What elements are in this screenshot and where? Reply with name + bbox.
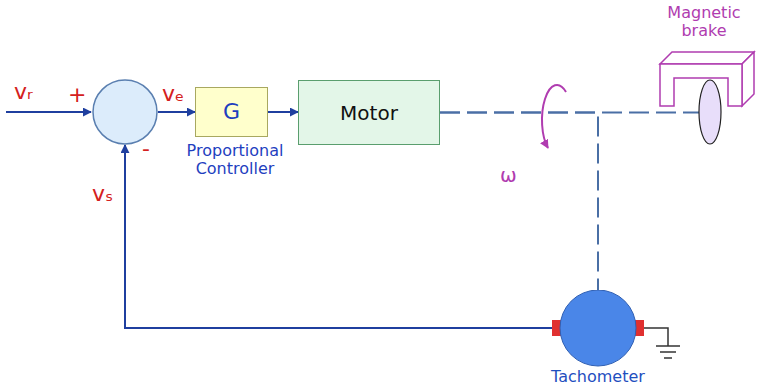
tachometer: Tachometer [538,290,658,386]
magnetic-brake: Magnetic brake [650,4,756,152]
minus-sign: - [142,137,150,161]
controller-gain: G [223,100,240,124]
magnet-side [742,52,754,106]
junction-circle [93,80,157,144]
signal-name: vₛ [92,182,113,206]
tachometer-name: Tachometer [538,368,658,386]
tachometer-body [560,290,636,366]
signal-arrow [268,111,298,113]
ground-bar [656,345,680,347]
input-signal-line [6,111,91,113]
feedback-line [125,145,552,328]
rotation-arrow [542,85,566,148]
motor-box: Motor [298,80,440,145]
brake-disc [699,80,721,144]
junction-outline [92,79,158,145]
controller-box: G [195,87,268,137]
motor-name: Motor [340,102,398,124]
magnet-top [660,52,754,64]
ground-bar [664,357,672,359]
signal-name: vᵣ [14,80,33,104]
ground-wire [641,328,668,346]
angular-speed-symbol: ω [500,164,517,186]
tachometer-drawing [538,290,658,370]
plus-sign: + [68,83,86,107]
brake-name: Magnetic brake [658,4,750,39]
controller-label: Proportional Controller [176,142,294,177]
signal-name: vₑ [162,82,184,106]
summing-junction: +- [92,79,158,145]
signal-arrow [158,111,195,113]
ground-bar [660,351,676,353]
shaft-line [440,113,598,291]
ground-symbol [641,328,680,358]
